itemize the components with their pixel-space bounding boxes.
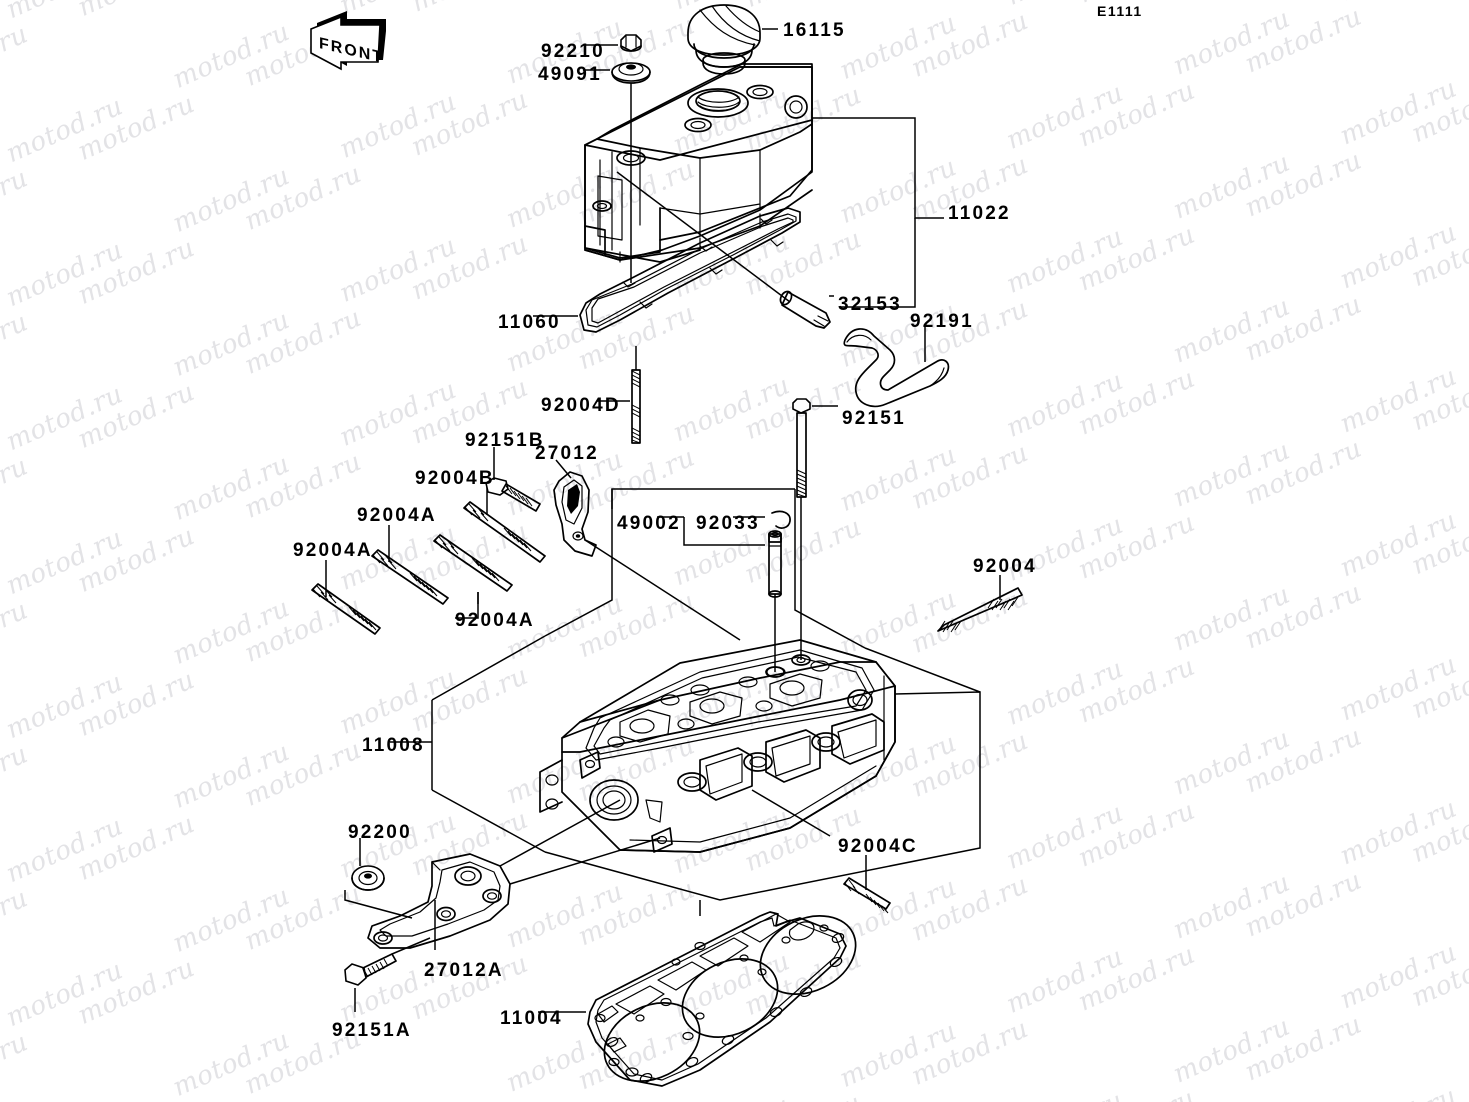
assembly-line-pipe — [616, 171, 791, 303]
callout-oil-filler-cap[interactable]: 16115 — [783, 20, 846, 41]
bracket-49002-top — [611, 488, 795, 509]
diagram-id-code: E1111 — [1097, 3, 1143, 19]
bracket-11008-up — [431, 635, 546, 701]
pipe-32153-part — [779, 290, 831, 329]
stud-92004D-part — [631, 369, 641, 444]
assembly-line-27012 — [584, 539, 741, 641]
callout-bolt-flanged-b[interactable]: 92151B — [465, 430, 545, 451]
stud-92004B-part — [463, 501, 546, 563]
leader-11022 — [812, 117, 944, 219]
leader-11022-branch — [841, 218, 916, 308]
callout-snap-ring[interactable]: 92033 — [696, 513, 760, 534]
callout-pipe[interactable]: 32153 — [838, 294, 902, 315]
assembly-line-92004C — [751, 789, 831, 837]
callout-stud-bolt[interactable]: 92004 — [973, 556, 1037, 577]
snap-ring-92033-part — [771, 510, 791, 529]
bracket-11008-right-up — [864, 647, 981, 693]
callout-stud-bolt-a-left[interactable]: 92004A — [293, 540, 373, 561]
callout-damper-grommet[interactable]: 49091 — [538, 64, 602, 85]
cylinder-head-part — [539, 639, 896, 853]
bracket-49002-right — [794, 489, 866, 649]
stud-92004C-part — [843, 877, 891, 914]
leader-27012 — [555, 459, 572, 479]
callout-stud-bolt-a-lower[interactable]: 92004A — [455, 610, 535, 631]
assembly-line-27012A-b — [509, 837, 661, 885]
callout-valve-guide-assembly[interactable]: 49002 — [617, 513, 681, 534]
callout-hook-bracket-a[interactable]: 27012A — [424, 960, 504, 981]
callout-nut[interactable]: 92210 — [541, 41, 605, 62]
grommet-49091-part — [611, 62, 651, 84]
bolt-92151B-part — [485, 477, 541, 512]
cylinder-head-cover-part — [584, 63, 813, 263]
head-cover-gasket-part — [579, 207, 801, 333]
assembly-line-92151A — [391, 937, 431, 955]
stud-92004A-lower-part — [433, 534, 513, 592]
callout-stud-bolt-b[interactable]: 92004B — [415, 468, 495, 489]
callout-hook-bracket[interactable]: 27012 — [535, 443, 599, 464]
callout-stud-bolt-c[interactable]: 92004C — [838, 836, 918, 857]
head-gasket-part — [587, 911, 857, 1087]
assembly-line-92200 — [344, 890, 413, 919]
assembly-line-27012A — [499, 799, 621, 867]
valve-guide-49002-part — [768, 530, 782, 598]
bolt-92151A-part — [344, 953, 397, 986]
front-arrow-icon: FRONT — [310, 11, 386, 71]
stud-92004A-left-part — [311, 583, 381, 635]
bracket-11008-down — [431, 789, 546, 853]
callout-stud-bolt-d[interactable]: 92004D — [541, 395, 621, 416]
callout-cylinder-head-gasket[interactable]: 11004 — [500, 1008, 563, 1029]
callout-head-cover-gasket[interactable]: 11060 — [498, 312, 561, 333]
nut-92210-part — [620, 34, 642, 52]
callout-bolt-flanged-a[interactable]: 92151A — [332, 1020, 412, 1041]
stud-92004-part — [937, 587, 1023, 633]
bracket-49002-left — [544, 489, 613, 637]
bracket-11008-box — [544, 691, 981, 901]
bolt-92151-part — [792, 398, 811, 498]
breather-hose-92191-part — [843, 328, 950, 408]
callout-bolt-flanged[interactable]: 92151 — [842, 408, 906, 429]
hook-bracket-27012-part — [553, 471, 597, 557]
hook-bracket-27012A-part — [367, 853, 511, 949]
callout-bracket[interactable]: 11022 — [948, 203, 1011, 224]
callout-tube-hose[interactable]: 92191 — [910, 311, 974, 332]
bracket-49002-guide — [683, 517, 765, 546]
callout-stud-bolt-a-upper[interactable]: 92004A — [357, 505, 437, 526]
callout-washer[interactable]: 92200 — [348, 822, 412, 843]
callout-cylinder-head[interactable]: 11008 — [362, 735, 425, 756]
oil-filler-cap-part — [687, 4, 761, 75]
stud-92004A-upper-part — [371, 549, 449, 605]
washer-92200-part — [351, 865, 385, 891]
